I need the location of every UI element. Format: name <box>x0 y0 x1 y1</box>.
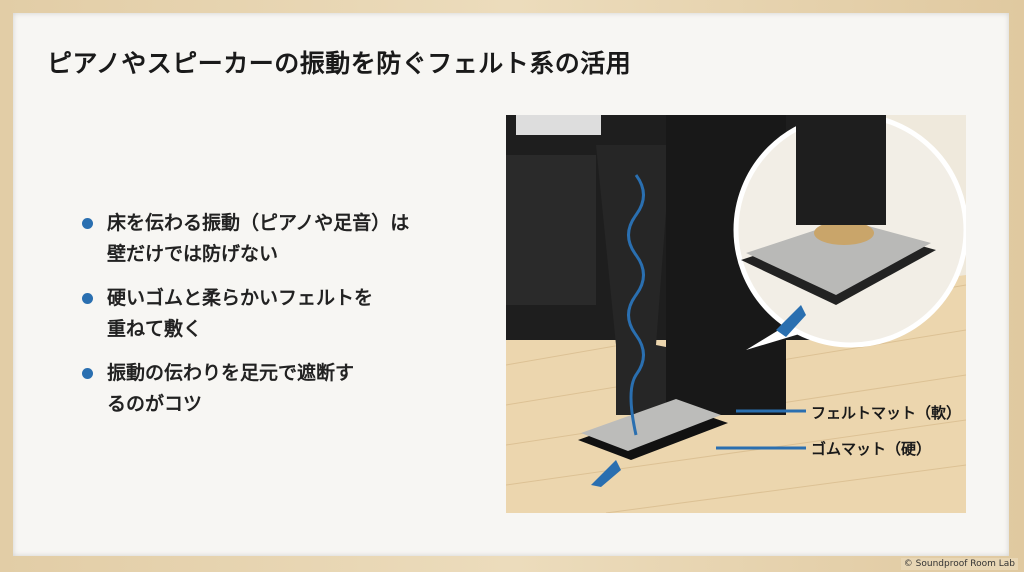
bullet-list: 床を伝わる振動（ピアノや足音）は壁だけでは防げない 硬いゴムと柔らかいフェルトを… <box>82 208 502 433</box>
bullet-text: 振動の伝わりを足元で遮断す <box>107 362 355 384</box>
bullet-item: 振動の伝わりを足元で遮断するのがコツ <box>82 358 502 420</box>
bullet-text: るのがコツ <box>107 393 203 415</box>
bullet-dot-icon <box>82 368 93 379</box>
rubber-mat-label: ゴムマット（硬） <box>811 440 932 458</box>
slide-title: ピアノやスピーカーの振動を防ぐフェルト系の活用 <box>47 49 632 78</box>
bullet-item: 硬いゴムと柔らかいフェルトを重ねて敷く <box>82 283 502 345</box>
bullet-text: 硬いゴムと柔らかいフェルトを <box>107 287 374 309</box>
bullet-dot-icon <box>82 293 93 304</box>
bullet-text: 床を伝わる振動（ピアノや足音）は <box>107 212 410 234</box>
bullet-item: 床を伝わる振動（ピアノや足音）は壁だけでは防げない <box>82 208 502 270</box>
copyright-credit: © Soundproof Room Lab <box>900 558 1018 570</box>
bullet-text: 壁だけでは防げない <box>107 243 279 265</box>
bullet-text: 重ねて敷く <box>107 318 203 340</box>
bullet-dot-icon <box>82 218 93 229</box>
felt-mat-label: フェルトマット（軟） <box>811 404 962 422</box>
piano-felt-illustration: フェルトマット（軟） ゴムマット（硬） <box>505 112 969 514</box>
